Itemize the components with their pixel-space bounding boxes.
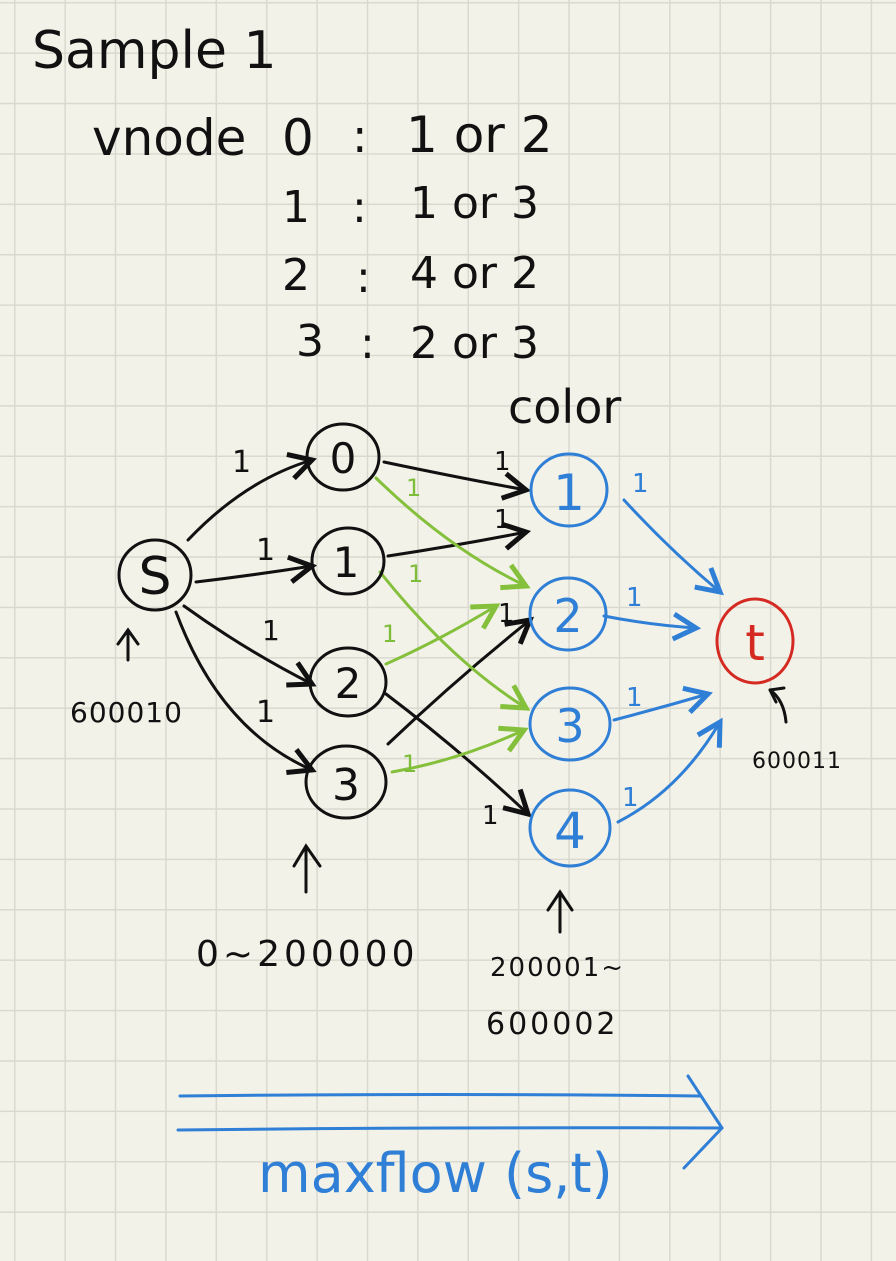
capacity-label: 1 [406, 474, 421, 502]
capacity-label: 1 [626, 683, 643, 713]
color-node-2-label: 2 [553, 589, 582, 643]
vnode-row-2-separator: : [356, 252, 371, 303]
capacity-label: 1 [232, 445, 251, 480]
capacity-label: 1 [482, 801, 499, 831]
edge-v2-c4 [384, 692, 528, 814]
edge-v1-c3 [378, 570, 526, 708]
edge-v2-c2 [384, 606, 496, 666]
edge-s-v3 [174, 610, 312, 770]
capacity-label: 1 [382, 620, 397, 648]
vnode-0 [305, 422, 381, 492]
vnode-range-note: 0~200000 [196, 934, 419, 975]
vnode-row-1-index: 1 [282, 182, 310, 233]
color-node-1 [529, 452, 609, 528]
vnode-row-3-index: 3 [296, 316, 324, 367]
capacity-label: 1 [402, 750, 417, 778]
edge-v0-c1 [382, 460, 526, 490]
capacity-label: 1 [498, 599, 515, 629]
vnode-range-pointer-arrow [292, 843, 322, 894]
color-node-3 [528, 686, 612, 762]
capacity-label: 1 [256, 533, 275, 568]
sink-node-label: t [745, 614, 765, 672]
edge-s-v1 [194, 566, 312, 582]
color-range-note-line2: 600002 [486, 1007, 619, 1042]
edge-s-v0 [186, 460, 312, 542]
capacity-label: 1 [256, 695, 275, 730]
capacity-label: 1 [262, 614, 280, 647]
vnode-row-1-options: 1 or 3 [410, 178, 539, 229]
edge-c2-t [602, 616, 696, 628]
color-range-note-line1: 200001~ [490, 953, 625, 983]
vnode-row-0-separator: : [352, 109, 368, 163]
capacity-label: 1 [622, 783, 639, 813]
page-title: Sample 1 [32, 21, 277, 81]
vnode-row-2-index: 2 [282, 250, 310, 301]
edge-v3-c2 [386, 620, 530, 746]
edge-c3-t [612, 694, 708, 722]
vnode-1 [310, 526, 386, 596]
capacity-label: 1 [632, 469, 649, 499]
sink-id-note: 600011 [752, 749, 842, 774]
color-node-4 [528, 788, 612, 868]
color-node-2 [528, 576, 608, 652]
vnode-row-0-index: 0 [282, 109, 314, 167]
color-node-3-label: 3 [555, 699, 584, 753]
capacity-label: 1 [494, 505, 511, 535]
source-pointer-arrow [116, 627, 140, 662]
edge-s-v2 [182, 604, 312, 684]
vnode-row-3-options: 2 or 3 [410, 318, 539, 369]
vnode-row-3-separator: : [360, 318, 375, 369]
vnode-2 [308, 646, 388, 718]
capacity-label: 1 [626, 583, 643, 613]
color-label: color [508, 380, 621, 434]
source-node [117, 538, 193, 612]
vnode-0-label: 0 [330, 434, 357, 483]
vnode-header: vnode [92, 109, 246, 167]
capacity-label: 1 [408, 560, 423, 588]
vnode-row-0-options: 1 or 2 [406, 106, 553, 164]
edge-c1-t [622, 498, 720, 592]
vnode-3 [304, 744, 388, 820]
color-node-4-label: 4 [554, 802, 586, 860]
sink-pointer-arrow [768, 686, 788, 724]
vnode-2-label: 2 [335, 659, 362, 708]
vnode-1-label: 1 [333, 538, 360, 587]
color-node-1-label: 1 [553, 464, 585, 522]
maxflow-arrow [176, 1074, 724, 1170]
capacity-label: 1 [494, 447, 511, 477]
source-node-label: S [138, 547, 171, 607]
edge-v1-c1 [386, 532, 526, 558]
color-range-pointer-arrow [546, 889, 574, 934]
vnode-row-2-options: 4 or 2 [410, 248, 539, 299]
source-id-note: 600010 [70, 696, 183, 729]
sink-node [715, 597, 795, 685]
maxflow-label: maxflow (s,t) [258, 1142, 613, 1205]
edge-c4-t [616, 722, 720, 824]
edge-v0-c2 [374, 476, 526, 586]
edge-v3-c3 [390, 730, 524, 774]
vnode-3-label: 3 [332, 760, 360, 811]
vnode-row-1-separator: : [352, 182, 367, 233]
